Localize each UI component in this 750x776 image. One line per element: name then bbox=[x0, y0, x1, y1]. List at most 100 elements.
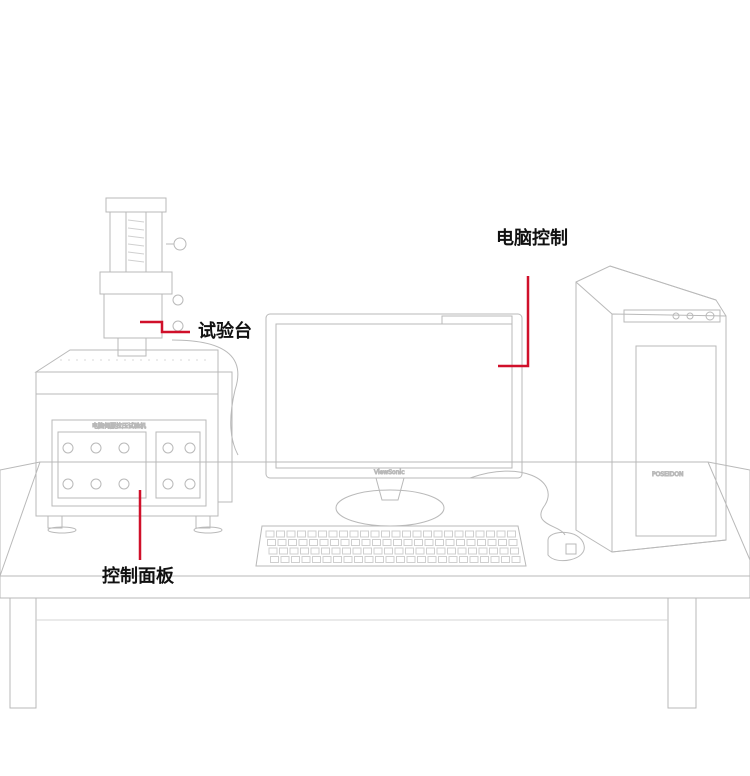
leader-computer-control bbox=[498, 276, 530, 368]
keyboard-key bbox=[279, 547, 288, 555]
keyboard-key bbox=[340, 539, 350, 546]
keyboard-key bbox=[447, 547, 456, 555]
keyboard-key bbox=[394, 547, 404, 555]
table-sketch bbox=[0, 461, 750, 709]
keyboard-key bbox=[490, 556, 500, 563]
keyboard-key bbox=[277, 539, 287, 546]
keyboard-key bbox=[384, 547, 393, 555]
keyboard-key bbox=[391, 530, 401, 538]
keyboard-key bbox=[372, 539, 381, 546]
keyboard-key bbox=[396, 556, 405, 563]
keyboard-key bbox=[459, 556, 468, 563]
keyboard-key bbox=[298, 539, 308, 546]
keyboard-key bbox=[435, 539, 444, 546]
keyboard-key bbox=[424, 539, 434, 546]
keyboard-key bbox=[349, 530, 359, 538]
keyboard-key bbox=[468, 547, 477, 555]
keyboard-key bbox=[354, 556, 363, 563]
keyboard-key bbox=[417, 556, 426, 563]
keyboard-key bbox=[318, 530, 327, 538]
keyboard-key bbox=[328, 530, 338, 538]
keyboard-key bbox=[276, 530, 285, 538]
keyboard-key bbox=[405, 547, 414, 555]
keyboard-key bbox=[487, 539, 497, 546]
keyboard-key bbox=[478, 547, 488, 555]
keyboard-key bbox=[381, 530, 390, 538]
callout-leader-lines bbox=[138, 276, 530, 560]
keyboard-key bbox=[342, 547, 351, 555]
keyboard-key bbox=[289, 547, 299, 555]
leader-test-bench bbox=[140, 320, 190, 334]
keyboard-key bbox=[300, 547, 309, 555]
keyboard-key bbox=[265, 530, 275, 538]
keyboard-key bbox=[319, 539, 329, 546]
keyboard-key bbox=[322, 556, 332, 563]
keyboard-key bbox=[501, 556, 510, 563]
keyboard-key bbox=[423, 530, 432, 538]
keyboard-key bbox=[480, 556, 489, 563]
keyboard-key bbox=[270, 556, 279, 563]
keyboard-key bbox=[351, 539, 360, 546]
keyboard-key bbox=[475, 530, 485, 538]
monitor-brand: ViewSonic bbox=[374, 469, 405, 476]
keyboard-key bbox=[436, 547, 446, 555]
keyboard-key bbox=[343, 556, 353, 563]
keyboard-key bbox=[297, 530, 306, 538]
keyboard-key bbox=[438, 556, 447, 563]
keyboard-key bbox=[402, 530, 411, 538]
keyboard-key bbox=[445, 539, 455, 546]
keyboard-key bbox=[426, 547, 435, 555]
keyboard-key bbox=[477, 539, 486, 546]
mouse-sketch bbox=[547, 531, 585, 562]
keyboard-key bbox=[457, 547, 467, 555]
keyboard-key bbox=[382, 539, 392, 546]
keyboard-key bbox=[312, 556, 321, 563]
keyboard-key bbox=[373, 547, 383, 555]
keyboard-key bbox=[415, 547, 425, 555]
pc-tower-sketch bbox=[575, 265, 727, 553]
keyboard-key bbox=[352, 547, 362, 555]
keyboard-key bbox=[466, 539, 476, 546]
keyboard-key bbox=[469, 556, 479, 563]
keyboard-key bbox=[375, 556, 384, 563]
keyboard-sketch bbox=[255, 525, 527, 567]
keyboard-key bbox=[330, 539, 339, 546]
keyboard-key bbox=[498, 539, 507, 546]
keyboard-key bbox=[321, 547, 330, 555]
keyboard-key bbox=[301, 556, 311, 563]
keyboard-key bbox=[465, 530, 474, 538]
test-machine-sketch bbox=[34, 197, 239, 534]
device-label: 电脑伺服拉压试验机 bbox=[92, 422, 146, 430]
callout-control-panel: 控制面板 bbox=[102, 566, 174, 587]
keyboard-key bbox=[486, 530, 495, 538]
keyboard-key bbox=[364, 556, 374, 563]
keyboard-key bbox=[267, 539, 276, 546]
pc-brand: POSEIDON bbox=[652, 471, 684, 478]
keyboard-key bbox=[385, 556, 395, 563]
keyboard-key bbox=[444, 530, 453, 538]
keyboard-key bbox=[363, 547, 372, 555]
keyboard-key bbox=[288, 539, 297, 546]
keyboard-key bbox=[268, 547, 278, 555]
keyboard-key bbox=[370, 530, 380, 538]
keyboard-key bbox=[456, 539, 465, 546]
keyboard-key bbox=[511, 556, 521, 563]
keyboard-key bbox=[508, 539, 518, 546]
keyboard-key bbox=[333, 556, 342, 563]
keyboard-key bbox=[414, 539, 423, 546]
keyboard-key bbox=[433, 530, 443, 538]
keyboard-key bbox=[496, 530, 506, 538]
keyboard-key bbox=[403, 539, 413, 546]
keyboard-key bbox=[510, 547, 519, 555]
keyboard-key bbox=[454, 530, 464, 538]
monitor-sketch bbox=[265, 313, 566, 536]
keyboard-key bbox=[310, 547, 320, 555]
keyboard-key bbox=[412, 530, 422, 538]
keyboard-key bbox=[360, 530, 369, 538]
callout-test-bench: 试验台 bbox=[198, 321, 252, 342]
keyboard-key bbox=[499, 547, 509, 555]
keyboard-key bbox=[309, 539, 318, 546]
keyboard-key bbox=[489, 547, 498, 555]
keyboard-key bbox=[291, 556, 300, 563]
